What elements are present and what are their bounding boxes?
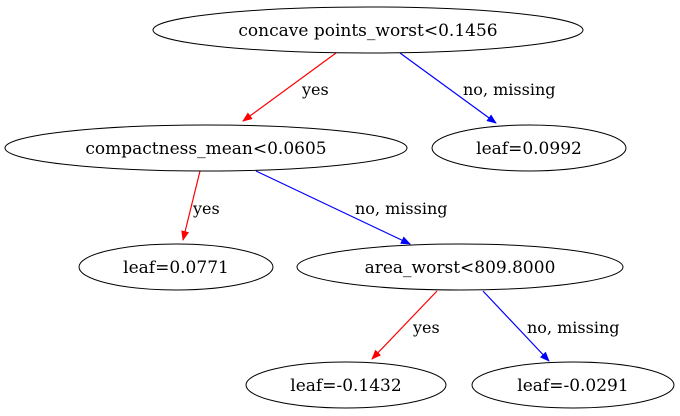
edge-line-e4 xyxy=(371,290,438,360)
node-ellipse xyxy=(296,243,624,291)
edge-label-e2: yes xyxy=(192,199,220,218)
edge-label-e4: yes xyxy=(412,318,440,337)
edges xyxy=(181,52,550,362)
tree-node-n6: leaf=-0.0291 xyxy=(471,361,675,409)
node-ellipse xyxy=(245,361,447,409)
edge-label-e3: no, missing xyxy=(355,199,447,218)
tree-node-n2: leaf=0.0992 xyxy=(431,124,627,172)
node-label: leaf=0.0992 xyxy=(476,139,582,159)
edge-line-e0 xyxy=(242,52,337,122)
node-ellipse xyxy=(78,243,274,291)
node-label: leaf=-0.1432 xyxy=(290,376,401,396)
edge-line-e5 xyxy=(482,290,550,362)
node-label: area_worst<809.8000 xyxy=(365,258,556,278)
node-label: leaf=-0.0291 xyxy=(517,376,628,396)
edge-line-e3 xyxy=(255,170,411,245)
edge-line-e2 xyxy=(181,170,201,241)
tree-node-n4: area_worst<809.8000 xyxy=(296,243,624,291)
node-label: concave points_worst<0.1456 xyxy=(238,21,497,41)
edge-label-e5: no, missing xyxy=(527,318,619,337)
tree-node-n1: compactness_mean<0.0605 xyxy=(4,124,408,172)
tree-node-n3: leaf=0.0771 xyxy=(78,243,274,291)
node-label: compactness_mean<0.0605 xyxy=(85,139,326,159)
edge-label-e1: no, missing xyxy=(463,80,555,99)
node-ellipse xyxy=(4,124,408,172)
edge-line-e1 xyxy=(399,52,497,124)
node-ellipse xyxy=(152,6,584,54)
edge-labels: yes no, missing yes no, missing yes no, … xyxy=(192,80,619,337)
edge-label-e0: yes xyxy=(301,80,329,99)
node-ellipse xyxy=(471,361,675,409)
tree-node-n0: concave points_worst<0.1456 xyxy=(152,6,584,54)
node-ellipse xyxy=(431,124,627,172)
tree-node-n5: leaf=-0.1432 xyxy=(245,361,447,409)
node-label: leaf=0.0771 xyxy=(123,258,229,278)
